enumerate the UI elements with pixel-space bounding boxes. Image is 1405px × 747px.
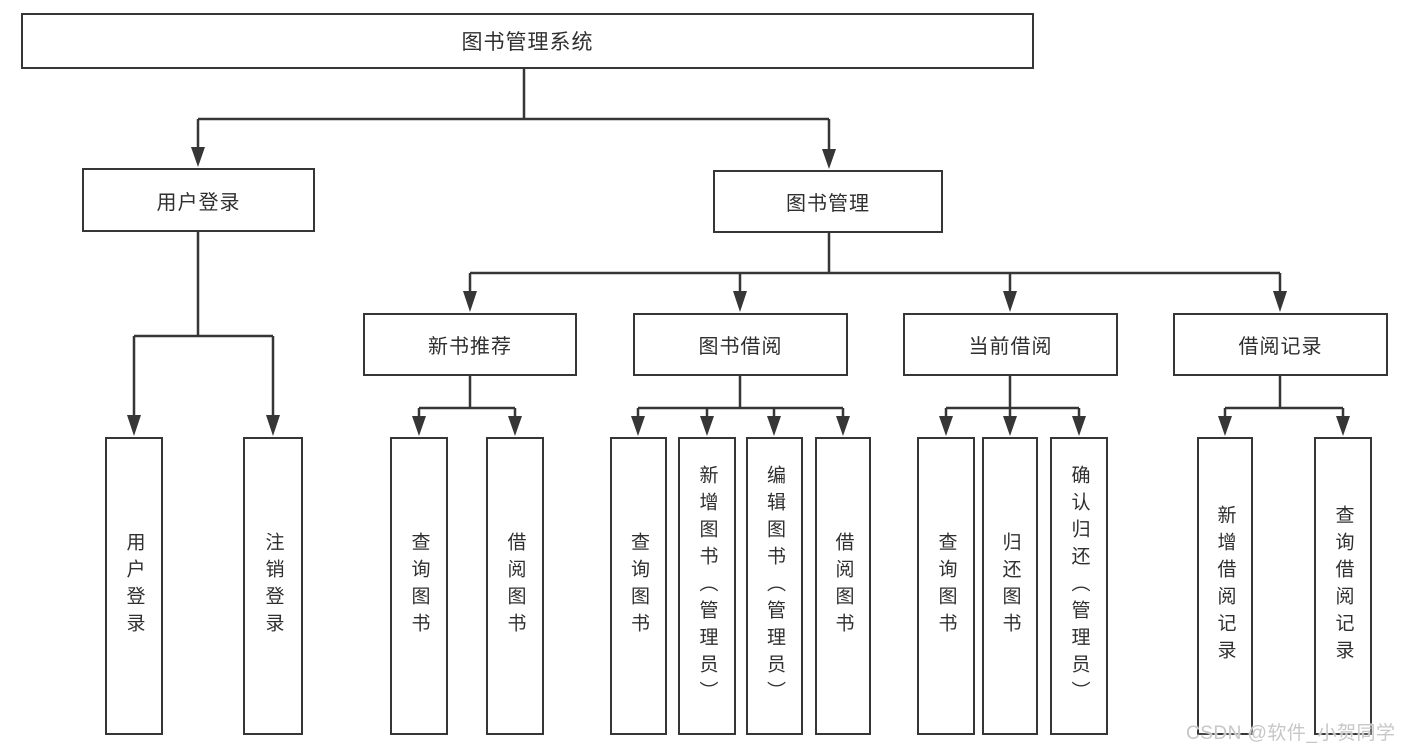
leaf-logout: 注销登录 <box>243 437 303 735</box>
node-library-management-system: 图书管理系统 <box>21 13 1034 69</box>
node-borrowing-records: 借阅记录 <box>1173 313 1388 376</box>
leaf-add-books-admin: 新增图书（管理员） <box>678 437 736 735</box>
leaf-add-borrow-record: 新增借阅记录 <box>1197 437 1253 735</box>
leaf-query-borrow-record: 查询借阅记录 <box>1314 437 1372 735</box>
leaf-borrow-books-2: 借阅图书 <box>815 437 871 735</box>
leaf-confirm-return-admin: 确认归还（管理员） <box>1050 437 1108 735</box>
leaf-return-books: 归还图书 <box>982 437 1038 735</box>
node-book-borrowing: 图书借阅 <box>633 313 848 376</box>
leaf-query-books-3: 查询图书 <box>917 437 975 735</box>
leaf-user-login: 用户登录 <box>105 437 163 735</box>
node-user-login: 用户登录 <box>82 168 315 232</box>
leaf-edit-books-admin: 编辑图书（管理员） <box>746 437 803 735</box>
node-new-book-recommendation: 新书推荐 <box>363 313 577 376</box>
csdn-watermark: CSDN @软件_小贺同学 <box>1186 723 1396 744</box>
arrowheads <box>127 147 1350 436</box>
leaf-query-books-1: 查询图书 <box>390 437 448 735</box>
node-current-borrowing: 当前借阅 <box>903 313 1118 376</box>
leaf-borrow-books-1: 借阅图书 <box>486 437 544 735</box>
leaf-query-books-2: 查询图书 <box>610 437 667 735</box>
node-book-management: 图书管理 <box>713 170 943 233</box>
